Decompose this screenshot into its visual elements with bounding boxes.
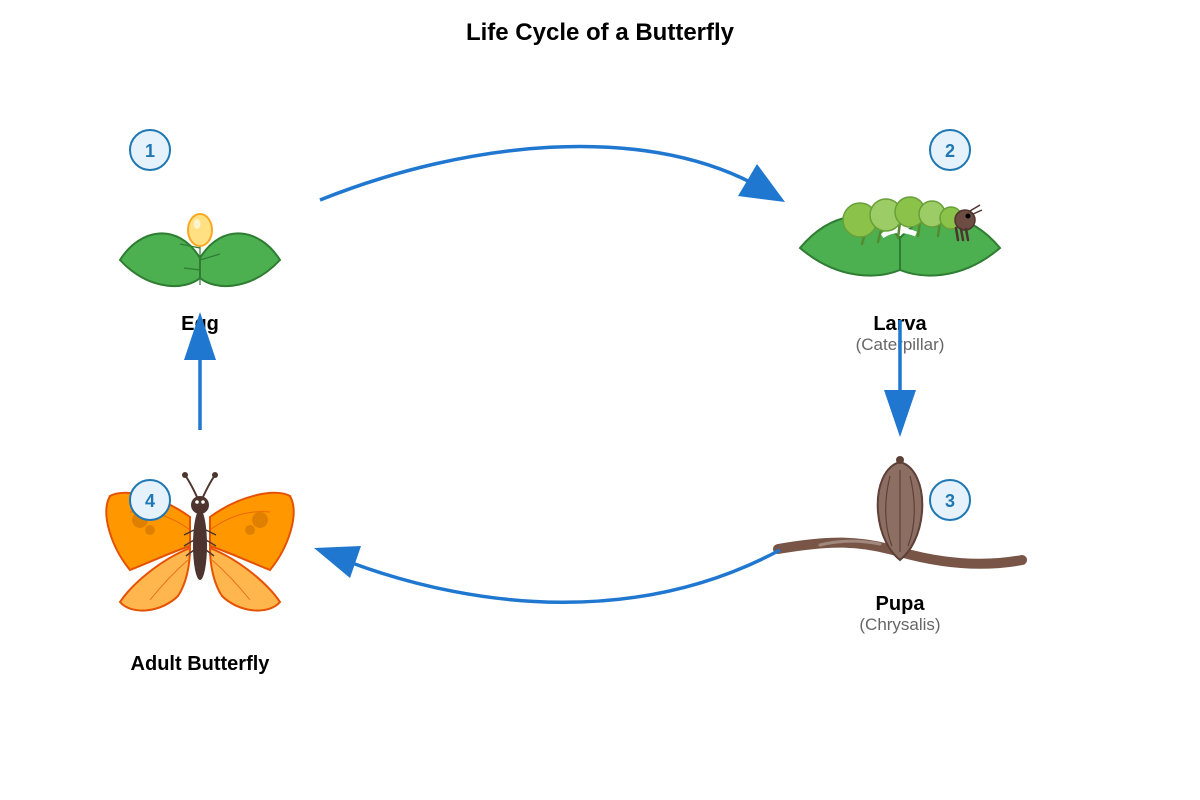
stage-sublabel-pupa: (Chrysalis) (859, 615, 940, 634)
egg-on-leaf-icon (118, 213, 282, 288)
stage-number-larva: 2 (945, 141, 955, 161)
arrow-pupa-to-adult (314, 546, 781, 604)
stage-label-adult: Adult Butterfly (131, 653, 271, 675)
stage-number-pupa: 3 (945, 491, 955, 511)
diagram-title: Life Cycle of a Butterfly (466, 19, 735, 46)
chrysalis-on-branch-icon (773, 456, 1027, 569)
stage-badge-adult: 4 (129, 479, 171, 521)
arrow-larva-to-pupa (884, 320, 916, 437)
stage-badge-egg: 1 (129, 129, 171, 171)
stage-number-adult: 4 (145, 491, 155, 511)
stage-number-egg: 1 (145, 141, 155, 161)
arrow-egg-to-larva (319, 144, 785, 202)
caterpillar-on-leaf-icon (798, 196, 1002, 277)
stage-badge-pupa: 3 (929, 479, 971, 521)
arrow-adult-to-egg (184, 312, 216, 430)
stage-label-pupa: Pupa (876, 593, 926, 615)
butterfly-icon (105, 472, 295, 612)
stage-badge-larva: 2 (929, 129, 971, 171)
